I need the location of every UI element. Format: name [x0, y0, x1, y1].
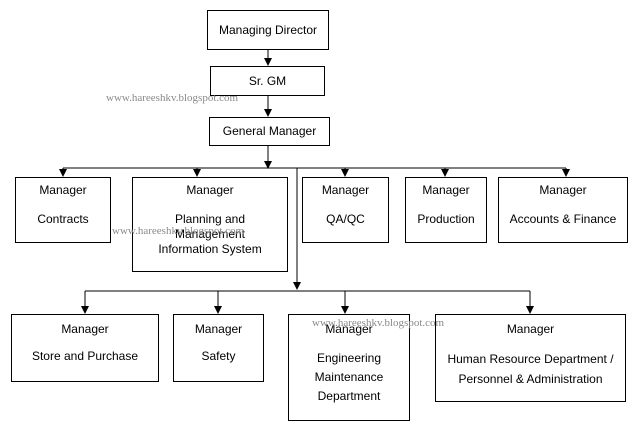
manager-title: Manager: [422, 183, 470, 197]
box-general-manager: General Manager: [209, 117, 330, 146]
box-manager-qaqc: Manager QA/QC: [302, 177, 389, 243]
managing-director-label: Managing Director: [218, 22, 318, 37]
dept-safety: Safety: [201, 349, 236, 363]
box-manager-contracts: Manager Contracts: [15, 177, 111, 243]
manager-title: Manager: [506, 322, 555, 336]
dept-store-purchase: Store and Purchase: [31, 349, 139, 363]
manager-title: Manager: [321, 183, 370, 197]
box-manager-store: Manager Store and Purchase: [11, 314, 159, 382]
dept-accounts: Accounts & Finance: [509, 212, 617, 226]
box-manager-engineering: Manager Engineering Maintenance Departme…: [288, 314, 410, 421]
box-sr-gm: Sr. GM: [210, 66, 325, 96]
dept-hr: Human Resource Department / Personnel & …: [447, 352, 614, 386]
manager-title: Manager: [61, 322, 109, 336]
dept-production: Production: [417, 212, 475, 226]
box-managing-director: Managing Director: [207, 10, 329, 50]
box-manager-planning: Manager Planning and Management Informat…: [132, 177, 288, 272]
manager-title: Manager: [39, 183, 87, 197]
manager-title: Manager: [325, 322, 373, 336]
general-manager-label: General Manager: [222, 124, 317, 138]
box-manager-production: Manager Production: [405, 177, 487, 243]
dept-planning: Planning and Management Information Syst…: [158, 212, 262, 256]
dept-qaqc: QA/QC: [326, 212, 365, 226]
dept-engineering: Engineering Maintenance Department: [314, 351, 384, 403]
manager-title: Manager: [186, 183, 234, 197]
box-manager-accounts: Manager Accounts & Finance: [498, 177, 628, 243]
manager-title: Manager: [539, 183, 587, 197]
box-manager-safety: Manager Safety: [173, 314, 264, 382]
box-manager-hr: Manager Human Resource Department / Pers…: [435, 314, 626, 402]
manager-title: Manager: [194, 322, 243, 336]
sr-gm-label: Sr. GM: [248, 73, 287, 88]
dept-contracts: Contracts: [37, 212, 89, 226]
